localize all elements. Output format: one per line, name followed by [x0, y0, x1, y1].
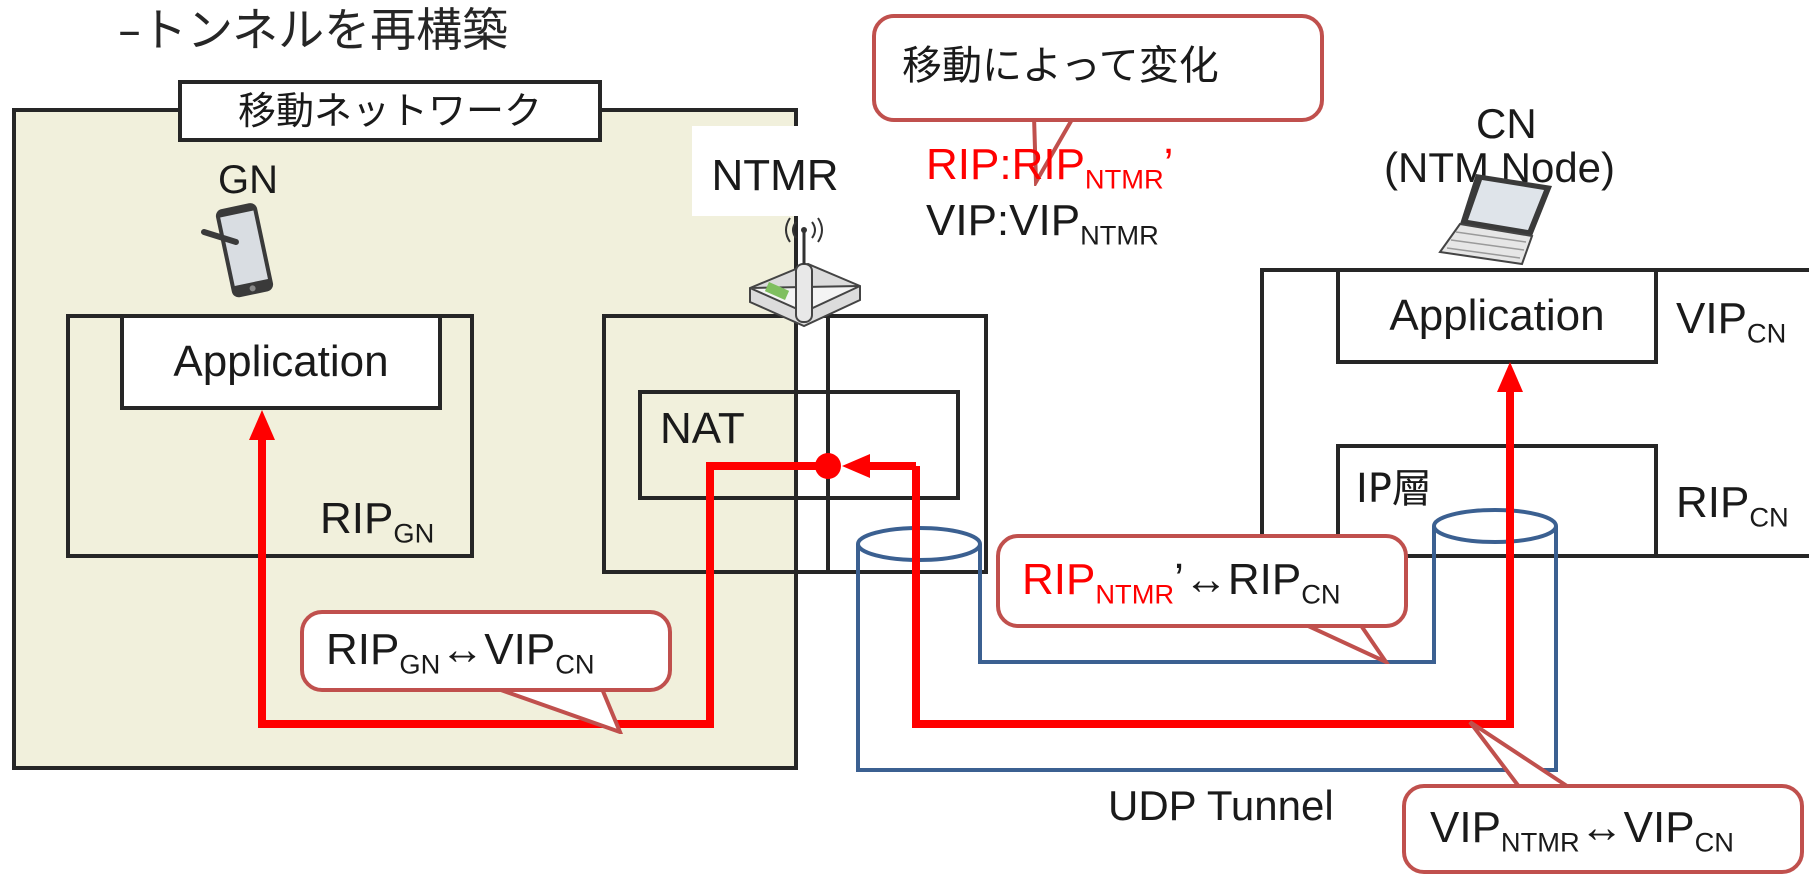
vip-ntmr: VIP:VIPNTMR [926, 196, 1159, 249]
wireless-router-icon [749, 217, 861, 328]
arrow-to-nat [842, 454, 870, 478]
rip-cn-sub: CN [1749, 501, 1789, 533]
red-path-gn-side [258, 440, 826, 728]
rip-gn-sub: GN [393, 517, 435, 549]
cn-application-box: Application [1336, 268, 1658, 364]
vip-cn-label: VIPCN [1676, 294, 1786, 347]
rip-callout-tail [1303, 624, 1390, 664]
vip-callout-b-sub: CN [1694, 826, 1734, 858]
gn-callout-b-sub: CN [555, 648, 595, 680]
gn-callout: RIPGN↔VIPCN [300, 610, 672, 692]
rip-callout-b-sub: CN [1301, 578, 1341, 610]
change-callout-text: 移動によって変化 [902, 43, 1219, 89]
rip-ntmr-prime-sub: NTMR [1084, 163, 1164, 195]
rip-ntmr-prime-suffix: ’ [1163, 140, 1174, 189]
vip-callout-a: VIP [1430, 803, 1501, 852]
tablet-icon [201, 203, 274, 298]
cn-application-label: Application [1389, 291, 1605, 340]
tunnel-right-opening [1432, 508, 1558, 544]
mobile-network-title: 移動ネットワーク [178, 80, 602, 142]
slide-heading: –トンネルを再構築 [118, 3, 509, 57]
rip-ntmr-prime-main: RIP:RIP [926, 140, 1085, 189]
ntmr-label: NTMR [692, 126, 858, 216]
cn-title-line1: CN [1476, 100, 1537, 147]
nat-box [638, 390, 960, 500]
arrow-to-cn-app [1497, 362, 1523, 392]
change-callout: 移動によって変化 [872, 14, 1324, 122]
rip-callout-mid: ’↔RIP [1174, 555, 1302, 604]
vip-cn-sub: CN [1746, 317, 1787, 349]
ip-layer-label: IP層 [1356, 466, 1432, 512]
vip-callout-a-sub: NTMR [1500, 826, 1580, 858]
arrow-to-gn-app [249, 410, 275, 440]
inner-tunnel [978, 526, 1436, 664]
vip-cn-main: VIP [1676, 294, 1747, 343]
vip-ntmr-sub: NTMR [1080, 219, 1159, 251]
rip-callout-a: RIP [1022, 555, 1096, 604]
rip-cn-label: RIPCN [1676, 478, 1789, 531]
laptop-icon [1438, 174, 1552, 266]
nat-label: NAT [660, 404, 745, 453]
gn-callout-b: VIP [484, 625, 556, 674]
udp-tunnel-label: UDP Tunnel [1108, 782, 1334, 829]
rip-gn-label: RIPGN [320, 494, 434, 547]
gn-callout-a-sub: GN [399, 648, 441, 680]
rip-callout-a-sub: NTMR [1095, 578, 1175, 610]
change-callout-tail [1031, 116, 1077, 186]
red-path-cn-side [912, 382, 1514, 728]
vip-ntmr-main: VIP:VIP [926, 196, 1081, 245]
vip-callout-mid: ↔VIP [1579, 803, 1695, 852]
gn-callout-arrow: ↔ [440, 625, 485, 674]
outer-tunnel [856, 526, 1558, 772]
rip-gn-main: RIP [320, 494, 394, 543]
gn-label: GN [218, 158, 278, 202]
nat-point [815, 453, 841, 479]
gn-application-box: Application [120, 314, 442, 410]
gn-application-label: Application [173, 337, 389, 386]
rip-tunnel-callout: RIPNTMR’↔RIPCN [996, 534, 1408, 628]
rip-ntmr-prime: RIP:RIPNTMR’ [926, 140, 1174, 193]
ntmr-divider [826, 314, 830, 574]
gn-callout-a: RIP [326, 625, 400, 674]
vip-tunnel-callout: VIPNTMR↔VIPCN [1402, 784, 1804, 874]
rip-cn-main: RIP [1676, 478, 1750, 527]
vip-callout-tail [1468, 720, 1576, 790]
